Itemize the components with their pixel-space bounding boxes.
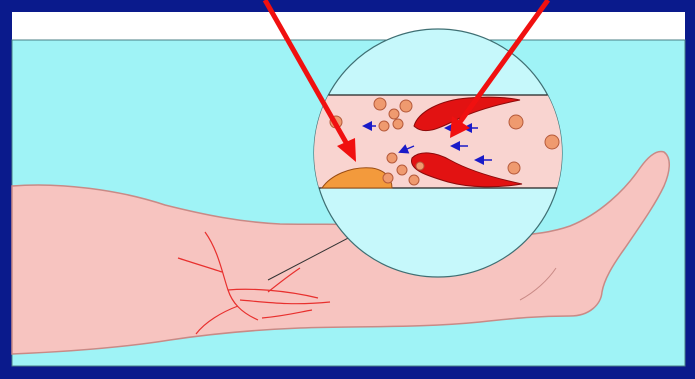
blood-cell <box>508 162 520 174</box>
magnified-vessel <box>300 95 580 188</box>
blood-cell <box>409 175 419 185</box>
blood-cell <box>383 173 393 183</box>
blood-cell <box>389 109 399 119</box>
blood-cell <box>400 100 412 112</box>
blood-cell <box>545 135 559 149</box>
blood-cell <box>374 98 386 110</box>
blood-cell <box>393 119 403 129</box>
blood-cell <box>387 153 397 163</box>
top-panel <box>12 12 685 40</box>
blood-cell <box>397 165 407 175</box>
blood-cell <box>416 162 424 170</box>
blood-cell <box>509 115 523 129</box>
blood-cell <box>379 121 389 131</box>
